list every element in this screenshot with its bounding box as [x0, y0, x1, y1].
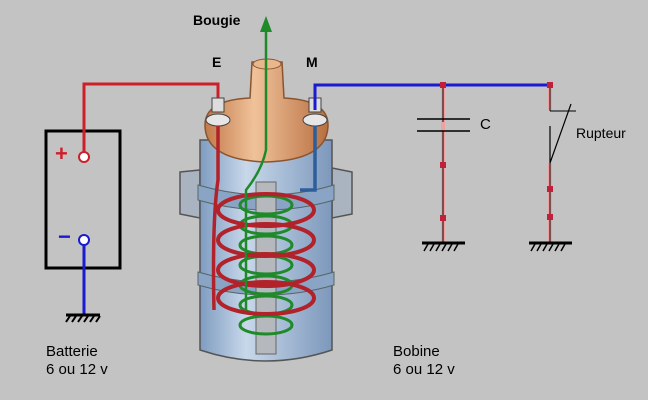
positive-wire [82, 82, 220, 152]
high-voltage-wire [244, 30, 268, 310]
primary-wire-m [300, 126, 317, 192]
battery-voltage: 6 ou 12 v [46, 361, 108, 378]
negative-wire [313, 83, 550, 110]
coil-label: Bobine 6 ou 12 v [393, 343, 455, 379]
coil-title: Bobine [393, 343, 440, 360]
ground-symbol-battery [65, 313, 101, 323]
terminal-m-label: M [306, 54, 318, 70]
positive-sign: + [55, 141, 68, 166]
arrow-up-icon [260, 16, 272, 32]
breaker-contact [549, 103, 572, 164]
battery-title: Batterie [46, 343, 98, 360]
battery-negative-terminal [78, 234, 90, 246]
terminal-e-label: E [212, 54, 222, 70]
primary-wire-e [211, 126, 220, 311]
ground-symbol-breaker [529, 241, 572, 252]
breaker-label: Rupteur [576, 125, 626, 141]
battery-label: Batterie 6 ou 12 v [46, 343, 108, 379]
primary-winding [216, 192, 316, 316]
capacitor-branch [417, 82, 470, 242]
coil-voltage: 6 ou 12 v [393, 361, 455, 378]
ground-symbol-capacitor [422, 241, 465, 252]
spark-plug-label: Bougie [193, 12, 241, 28]
breaker-branch [547, 82, 576, 242]
capacitor-label: C [480, 116, 491, 133]
negative-sign: − [58, 224, 71, 249]
coil-core [255, 181, 277, 355]
battery-positive-terminal [78, 151, 90, 163]
